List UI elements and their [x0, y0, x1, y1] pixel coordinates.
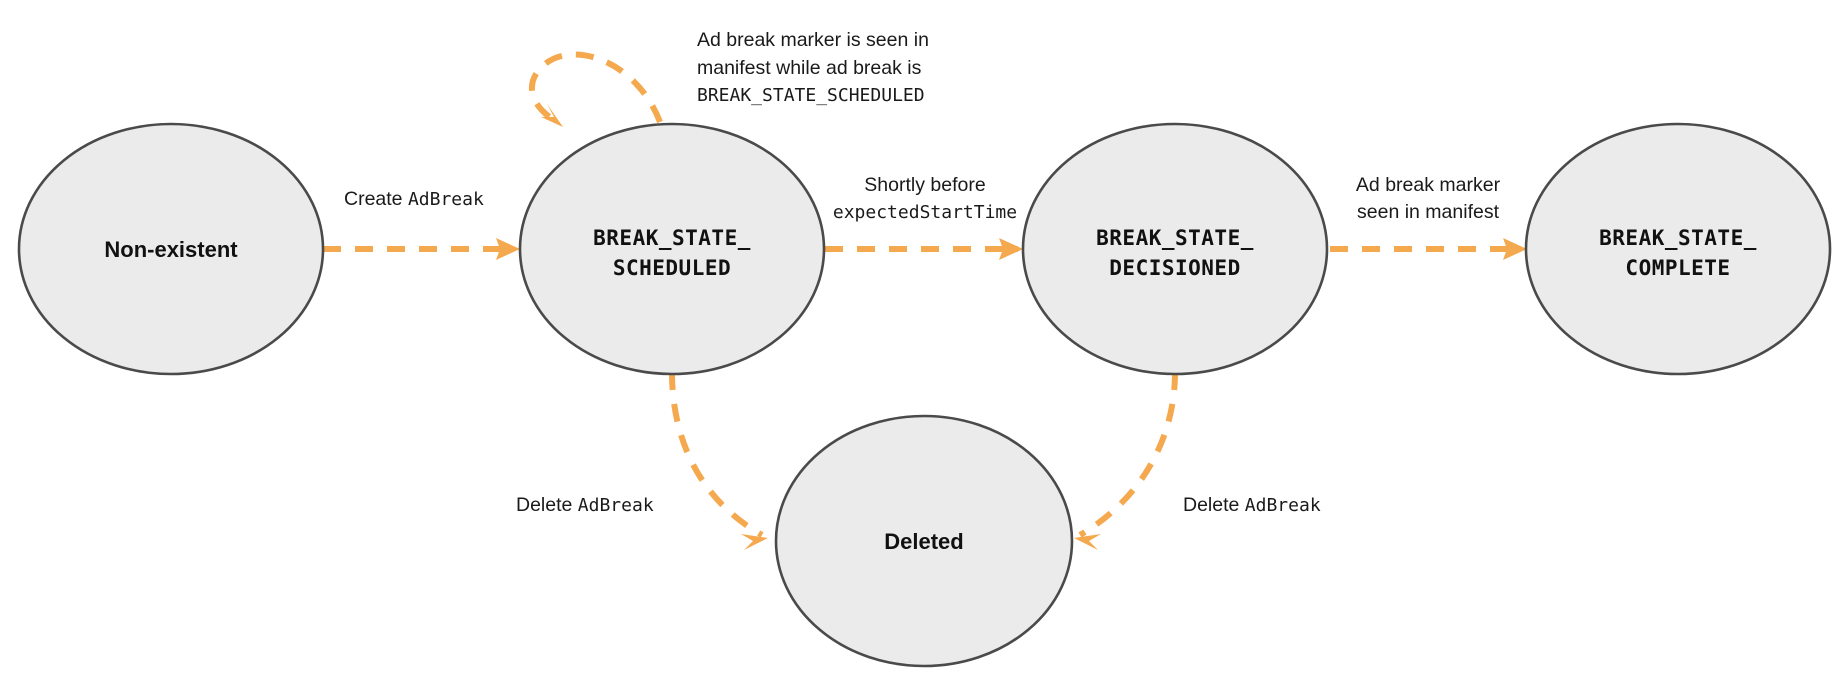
- node-deleted-shape[interactable]: [774, 414, 1074, 668]
- node-break-state-complete[interactable]: BREAK_STATE_ COMPLETE: [1524, 122, 1832, 376]
- edge-label-expected-start-time: expectedStartTime: [833, 202, 1017, 223]
- node-break-state-decisioned[interactable]: BREAK_STATE_ DECISIONED: [1021, 122, 1329, 376]
- edge-label-scheduled-self-loop-line3: BREAK_STATE_SCHEDULED: [697, 85, 925, 106]
- node-non-existent-shape[interactable]: [17, 122, 325, 376]
- node-non-existent[interactable]: Non-existent: [17, 122, 325, 376]
- edge-label-decisioned-to-complete: Ad break marker seen in manifest: [1356, 174, 1501, 223]
- edge-label-scheduled-to-decisioned: Shortly before expectedStartTime: [833, 174, 1017, 223]
- node-break-state-complete-label-line2: COMPLETE: [1625, 256, 1730, 280]
- edge-scheduled-to-deleted: [669, 371, 768, 550]
- edge-scheduled-to-deleted-line: [669, 371, 764, 538]
- node-break-state-decisioned-shape[interactable]: [1021, 122, 1329, 376]
- node-break-state-scheduled[interactable]: BREAK_STATE_ SCHEDULED: [518, 122, 826, 376]
- svg-text:Delete AdBreak: Delete AdBreak: [1183, 494, 1321, 516]
- node-deleted-label: Deleted: [884, 529, 963, 554]
- node-break-state-decisioned-label-line1: BREAK_STATE_: [1096, 226, 1254, 250]
- edge-label-scheduled-self-loop: Ad break marker is seen in manifest whil…: [697, 29, 929, 106]
- edge-scheduled-self-loop-arc: [528, 51, 663, 126]
- node-break-state-scheduled-label-line1: BREAK_STATE_: [593, 226, 751, 250]
- edge-decisioned-to-complete: [1330, 238, 1527, 260]
- svg-text:Delete AdBreak: Delete AdBreak: [516, 494, 654, 516]
- svg-text:Create AdBreak: Create AdBreak: [344, 188, 484, 210]
- edge-label-delete-right-plain: Delete: [1183, 494, 1245, 516]
- edge-scheduled-to-decisioned: [825, 238, 1023, 260]
- edge-label-create-adbreak-plain: Create: [344, 188, 408, 210]
- edge-label-delete-left-plain: Delete: [516, 494, 578, 516]
- edge-label-decisioned-to-deleted: Delete AdBreak: [1183, 494, 1321, 516]
- edge-label-delete-left-mono: AdBreak: [578, 495, 654, 516]
- edge-label-create-adbreak: Create AdBreak: [344, 188, 484, 210]
- node-non-existent-label: Non-existent: [104, 237, 238, 262]
- node-break-state-complete-label-line1: BREAK_STATE_: [1599, 226, 1757, 250]
- node-break-state-scheduled-label-line2: SCHEDULED: [613, 256, 731, 280]
- edge-label-scheduled-self-loop-line2: manifest while ad break is: [697, 57, 922, 79]
- edge-scheduled-self-loop: [528, 51, 663, 127]
- edge-decisioned-to-deleted-line: [1078, 371, 1178, 538]
- edge-scheduled-to-decisioned-arrowhead: [999, 238, 1023, 260]
- edge-label-shortly-before: Shortly before: [864, 174, 985, 196]
- edge-label-admarker-line1: Ad break marker: [1356, 174, 1501, 196]
- node-break-state-scheduled-shape[interactable]: [518, 122, 826, 376]
- edge-decisioned-to-deleted-arrowhead: [1074, 534, 1101, 550]
- edge-decisioned-to-complete-arrowhead: [1503, 238, 1527, 260]
- edge-create-adbreak: [323, 238, 520, 260]
- node-deleted[interactable]: Deleted: [774, 414, 1074, 668]
- edge-decisioned-to-deleted: [1074, 371, 1178, 550]
- edge-label-admarker-line2: seen in manifest: [1357, 201, 1500, 223]
- edge-scheduled-to-deleted-arrowhead: [741, 534, 768, 550]
- edge-scheduled-self-loop-arrowhead: [541, 104, 563, 127]
- edge-create-adbreak-arrowhead: [496, 238, 520, 260]
- edge-label-scheduled-to-deleted: Delete AdBreak: [516, 494, 654, 516]
- node-break-state-decisioned-label-line2: DECISIONED: [1109, 256, 1240, 280]
- edge-label-scheduled-self-loop-line1: Ad break marker is seen in: [697, 29, 929, 51]
- edge-label-delete-right-mono: AdBreak: [1245, 495, 1321, 516]
- edge-label-create-adbreak-mono: AdBreak: [408, 189, 484, 210]
- node-break-state-complete-shape[interactable]: [1524, 122, 1832, 376]
